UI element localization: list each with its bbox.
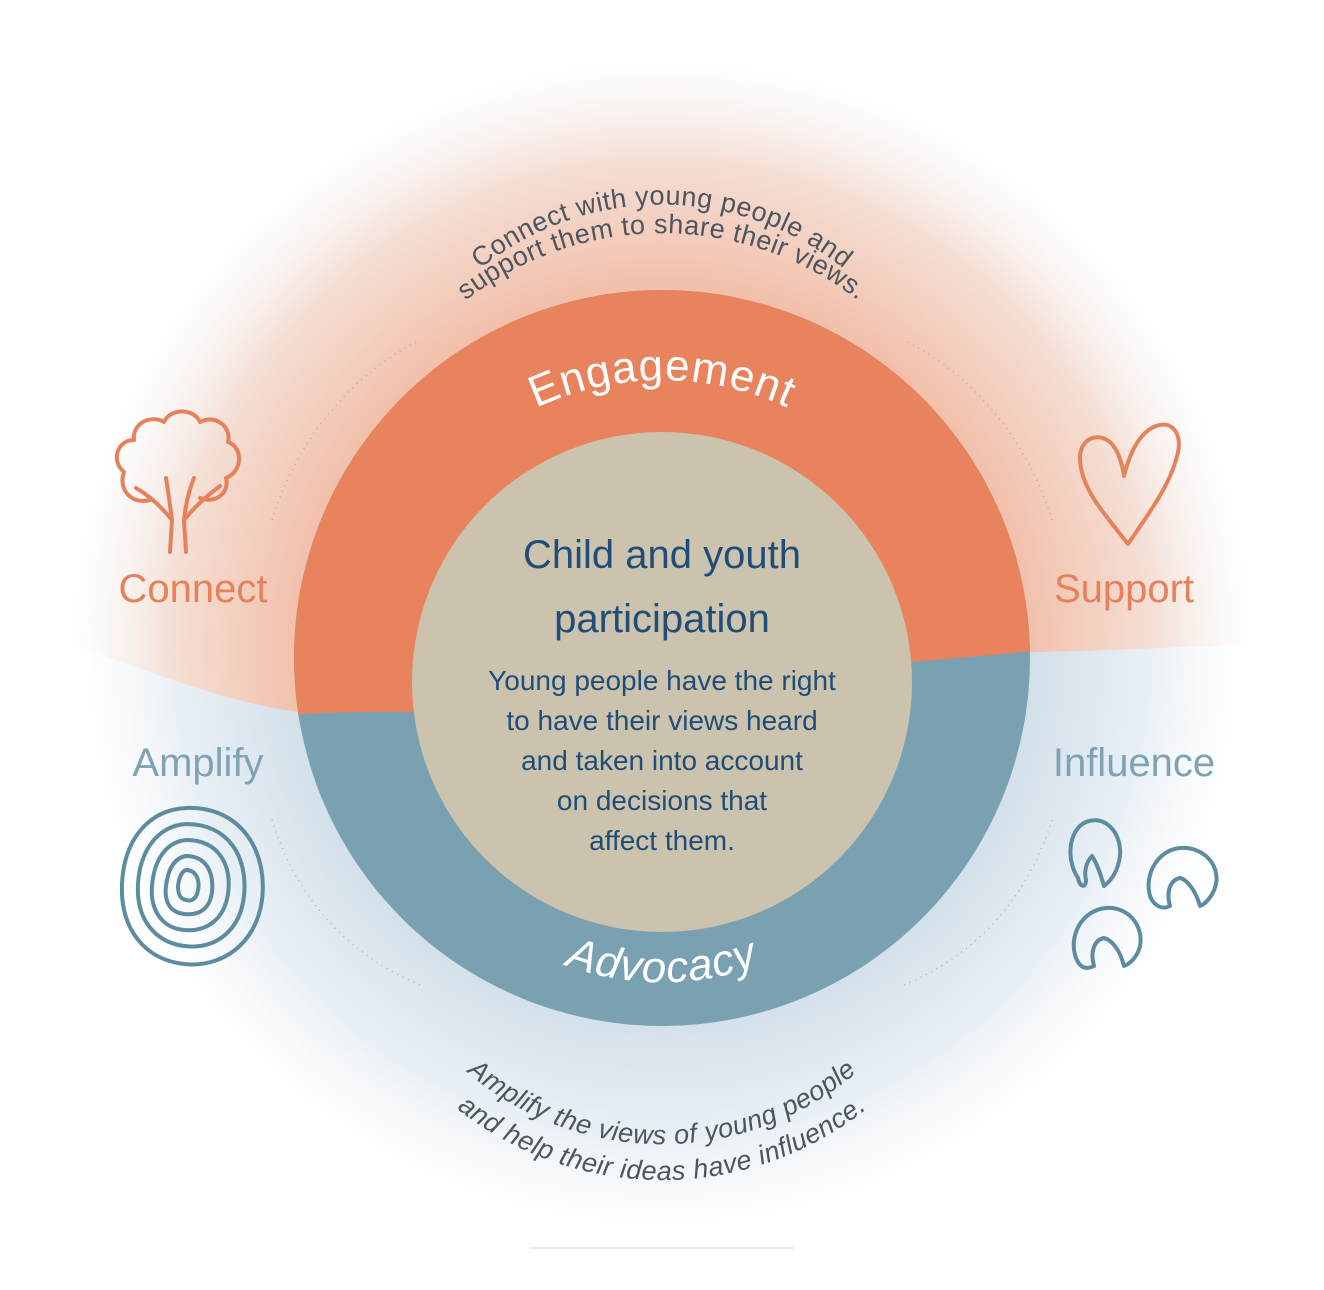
influence-label: Influence: [1053, 741, 1215, 785]
center-title-line1: Child and youth: [523, 533, 801, 577]
center-description-line: on decisions that: [557, 785, 767, 816]
dotted-connectors: [271, 339, 1053, 986]
pillar-influence: Influence: [1053, 741, 1219, 970]
pillar-amplify: Amplify: [119, 741, 265, 967]
center-description-line: Young people have the right: [488, 665, 836, 696]
center-content: Child and youth participation Young peop…: [488, 533, 836, 856]
center-description-line: affect them.: [589, 825, 735, 856]
pillar-support: Support: [1054, 422, 1194, 611]
footprints-icon: [1068, 818, 1219, 970]
pillar-connect: Connect: [114, 409, 268, 611]
connect-label: Connect: [119, 567, 268, 611]
center-description-line: and taken into account: [521, 745, 803, 776]
center-circle: [412, 432, 912, 932]
center-description-line: to have their views heard: [506, 705, 817, 736]
heart-icon: [1078, 422, 1181, 546]
tree-icon: [114, 409, 241, 554]
support-label: Support: [1054, 567, 1194, 611]
participation-ring: [294, 290, 1030, 1026]
center-title-line2: participation: [554, 597, 770, 641]
fingerprint-icon: [119, 805, 265, 967]
amplify-label: Amplify: [132, 741, 263, 785]
